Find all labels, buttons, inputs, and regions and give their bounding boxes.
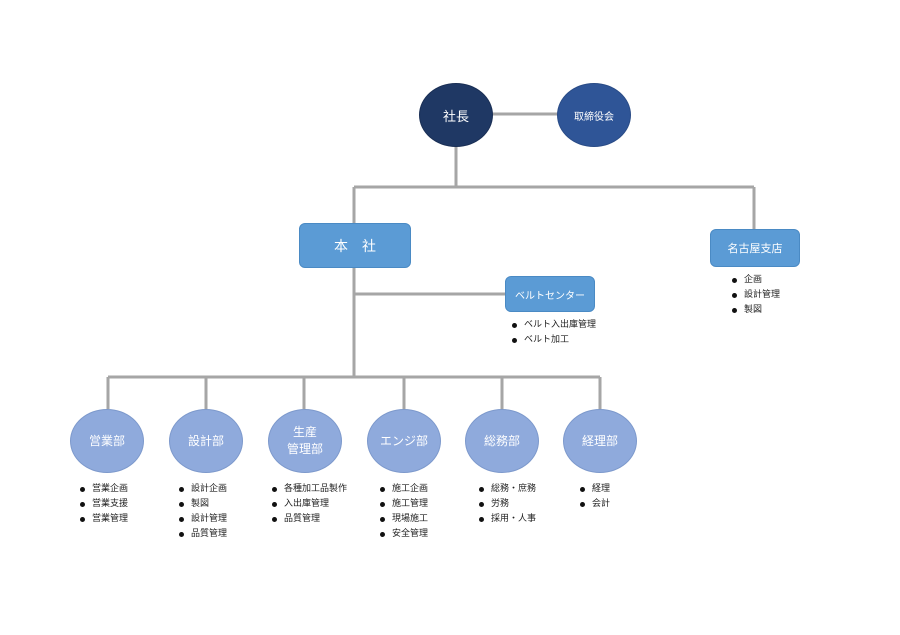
belt-center-label: ベルトセンター bbox=[515, 290, 585, 302]
ceo-node: 社長 bbox=[419, 83, 493, 147]
list-item: 各種加工品製作 bbox=[272, 482, 347, 497]
dept-engineering-duties: 施工企画 施工管理 現場施工 安全管理 bbox=[380, 482, 428, 542]
belt-center-node: ベルトセンター bbox=[505, 276, 595, 312]
ceo-label: 社長 bbox=[442, 109, 469, 125]
list-item: 現場施工 bbox=[380, 512, 428, 527]
list-item: ベルト入出庫管理 bbox=[512, 318, 596, 333]
dept-name-line2: 管理部 bbox=[286, 442, 323, 456]
list-item: 施工企画 bbox=[380, 482, 428, 497]
dept-design-node: 設計部 bbox=[169, 409, 243, 473]
board-node: 取締役会 bbox=[557, 83, 631, 147]
dept-design-duties: 設計企画 製図 設計管理 品質管理 bbox=[179, 482, 227, 542]
dept-accounting-duties: 経理 会計 bbox=[580, 482, 610, 512]
board-label: 取締役会 bbox=[574, 111, 614, 123]
list-item: 経理 bbox=[580, 482, 610, 497]
nagoya-branch-node: 名古屋支店 bbox=[710, 229, 800, 267]
dept-name-line1: 経理部 bbox=[581, 433, 618, 448]
list-item: 営業企画 bbox=[80, 482, 128, 497]
belt-center-duties-list: ベルト入出庫管理 ベルト加工 bbox=[512, 318, 596, 348]
nagoya-duties-list: 企画 設計管理 製図 bbox=[732, 273, 780, 318]
head-office-node: 本 社 bbox=[299, 223, 411, 268]
dept-sales-node: 営業部 bbox=[70, 409, 144, 473]
list-item: 品質管理 bbox=[179, 527, 227, 542]
list-item: 品質管理 bbox=[272, 512, 347, 527]
dept-engineering-node: エンジ部 bbox=[367, 409, 441, 473]
dept-general-affairs-duties: 総務・庶務 労務 採用・人事 bbox=[479, 482, 536, 527]
dept-name-line1: 設計部 bbox=[187, 433, 224, 448]
dept-sales-duties: 営業企画 営業支援 営業管理 bbox=[80, 482, 128, 527]
list-item: 営業支援 bbox=[80, 497, 128, 512]
list-item: 施工管理 bbox=[380, 497, 428, 512]
dept-accounting-node: 経理部 bbox=[563, 409, 637, 473]
list-item: 安全管理 bbox=[380, 527, 428, 542]
list-item: 製図 bbox=[732, 303, 780, 318]
list-item: 製図 bbox=[179, 497, 227, 512]
list-item: 会計 bbox=[580, 497, 610, 512]
dept-general-affairs-node: 総務部 bbox=[465, 409, 539, 473]
list-item: 設計管理 bbox=[732, 288, 780, 303]
list-item: 企画 bbox=[732, 273, 780, 288]
head-office-label: 本 社 bbox=[334, 238, 376, 255]
dept-production-duties: 各種加工品製作 入出庫管理 品質管理 bbox=[272, 482, 347, 527]
nagoya-branch-label: 名古屋支店 bbox=[727, 242, 783, 255]
dept-production-node: 生産 管理部 bbox=[268, 409, 342, 473]
list-item: 設計管理 bbox=[179, 512, 227, 527]
list-item: 総務・庶務 bbox=[479, 482, 536, 497]
list-item: 営業管理 bbox=[80, 512, 128, 527]
dept-name-line1: 生産 bbox=[292, 425, 317, 439]
list-item: 入出庫管理 bbox=[272, 497, 347, 512]
list-item: 設計企画 bbox=[179, 482, 227, 497]
list-item: ベルト加工 bbox=[512, 333, 596, 348]
list-item: 採用・人事 bbox=[479, 512, 536, 527]
dept-name-line1: 総務部 bbox=[483, 433, 520, 448]
dept-name-line1: 営業部 bbox=[88, 433, 125, 448]
list-item: 労務 bbox=[479, 497, 536, 512]
dept-name-line1: エンジ部 bbox=[379, 433, 428, 448]
